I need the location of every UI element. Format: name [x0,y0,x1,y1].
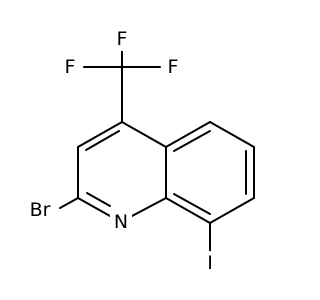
bonds [59,47,255,253]
bromine-mask [21,198,59,222]
bond-c4a-c5-double [173,130,211,152]
bond-c2-n1 [77,197,111,217]
iodine-label: I [207,252,213,274]
bond-c4-c3-double [85,130,120,151]
nitrogen-label: N [114,211,128,233]
fluorine-left-mask [60,55,80,79]
nitrogen-mask [110,210,132,234]
fluorine-top-mask [112,27,132,51]
bromine-label: Br [30,199,51,221]
fluorine-top-label: F [117,28,128,50]
bond-c8-c8a [165,197,211,224]
fluorine-right-label: F [168,56,179,78]
bond-n1-c8a [131,197,167,217]
bond-c4a-c4 [121,121,167,148]
fluorine-right-mask [163,55,183,79]
bond-c4-c3 [77,121,123,148]
iodine-mask [203,251,217,275]
bond-c7-c8 [209,197,255,224]
bond-c4a-c5 [165,121,211,148]
bond-c2-br [59,197,79,209]
bond-c2-n1-double [86,192,111,207]
bond-c5-c6 [209,121,255,148]
molecule-structure: F F F N Br I [21,27,255,275]
fluorine-left-label: F [65,56,76,78]
atom-labels: F F F N Br I [21,27,217,275]
bond-c8-c8a-double [173,193,211,215]
